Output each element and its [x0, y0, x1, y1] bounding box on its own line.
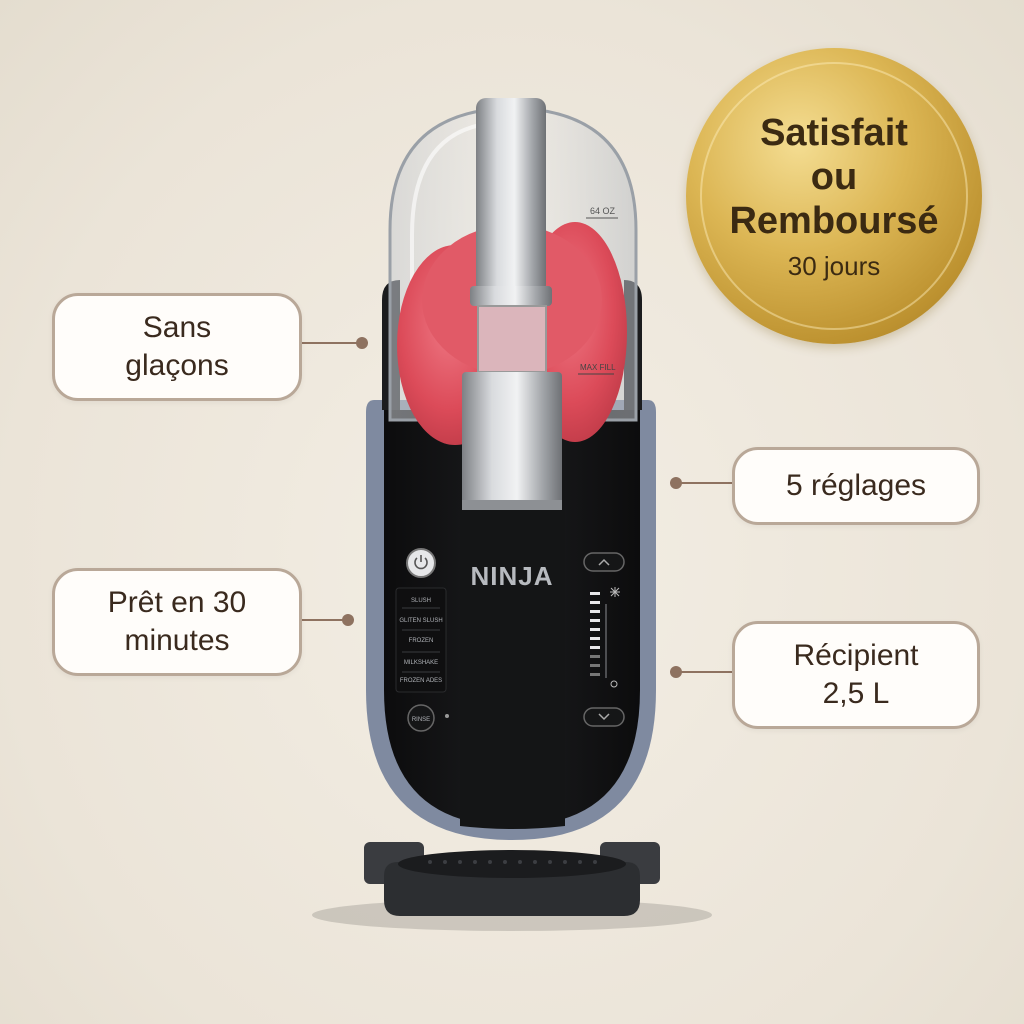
seal-line-3: Remboursé — [729, 199, 939, 242]
chevron-up-icon — [598, 558, 610, 566]
preset-3: FROZEN — [409, 638, 434, 644]
preset-4: MILKSHAKE — [404, 660, 438, 666]
brand-logo: NINJA — [470, 561, 553, 591]
seal-line-1: Satisfait — [760, 111, 908, 154]
callout-settings: 5 réglages — [732, 447, 980, 525]
leader-dot-container — [670, 666, 682, 678]
power-button — [406, 548, 436, 578]
rinse-indicator — [445, 714, 449, 718]
callout-no-ice-text: Sans glaçons — [125, 311, 229, 382]
spout-window — [477, 305, 547, 373]
seal-subtext: 30 jours — [787, 250, 881, 281]
callout-no-ice: Sans glaçons — [52, 293, 302, 401]
guarantee-seal: Satisfait ou Remboursé 30 jours — [686, 48, 982, 344]
leader-dot-settings — [670, 477, 682, 489]
spout-body — [462, 372, 562, 508]
warm-icon — [610, 680, 618, 688]
callout-settings-text: 5 réglages — [785, 469, 927, 502]
level-bars — [590, 592, 600, 676]
preset-5: FROZEN ADES — [400, 678, 442, 684]
callout-container-text: Récipient 2,5 L — [793, 639, 919, 710]
snowflake-icon — [610, 587, 620, 597]
drip-grate — [398, 850, 626, 878]
rinse-button — [407, 704, 435, 732]
seal-line-2: ou — [810, 155, 858, 198]
spout-collar — [470, 286, 552, 306]
center-panel — [460, 480, 565, 829]
preset-2: GLITEN SLUSH — [399, 618, 442, 624]
bowl-marking-max: MAX FILL — [580, 363, 616, 372]
callout-ready-time-text: Prêt en 30 minutes — [107, 586, 247, 657]
preset-panel — [395, 587, 447, 693]
power-icon — [414, 557, 428, 570]
rinse-label: RINSE — [412, 717, 430, 723]
spout-tip — [462, 500, 562, 510]
callout-ready-time: Prêt en 30 minutes — [52, 568, 302, 676]
leader-dot-ready — [342, 614, 354, 626]
temp-up-button — [583, 552, 625, 572]
seal-ring — [700, 62, 968, 330]
seal-text: Satisfait ou Remboursé 30 jours — [686, 48, 982, 344]
leader-dot-no-ice — [356, 337, 368, 349]
bowl-highlight — [410, 123, 481, 400]
bowl-marking-top: 64 OZ — [590, 206, 616, 216]
spout-top — [476, 98, 546, 294]
temp-down-button — [583, 707, 625, 727]
preset-1: SLUSH — [411, 598, 431, 604]
callout-container: Récipient 2,5 L — [732, 621, 980, 729]
chevron-down-icon — [598, 713, 610, 721]
